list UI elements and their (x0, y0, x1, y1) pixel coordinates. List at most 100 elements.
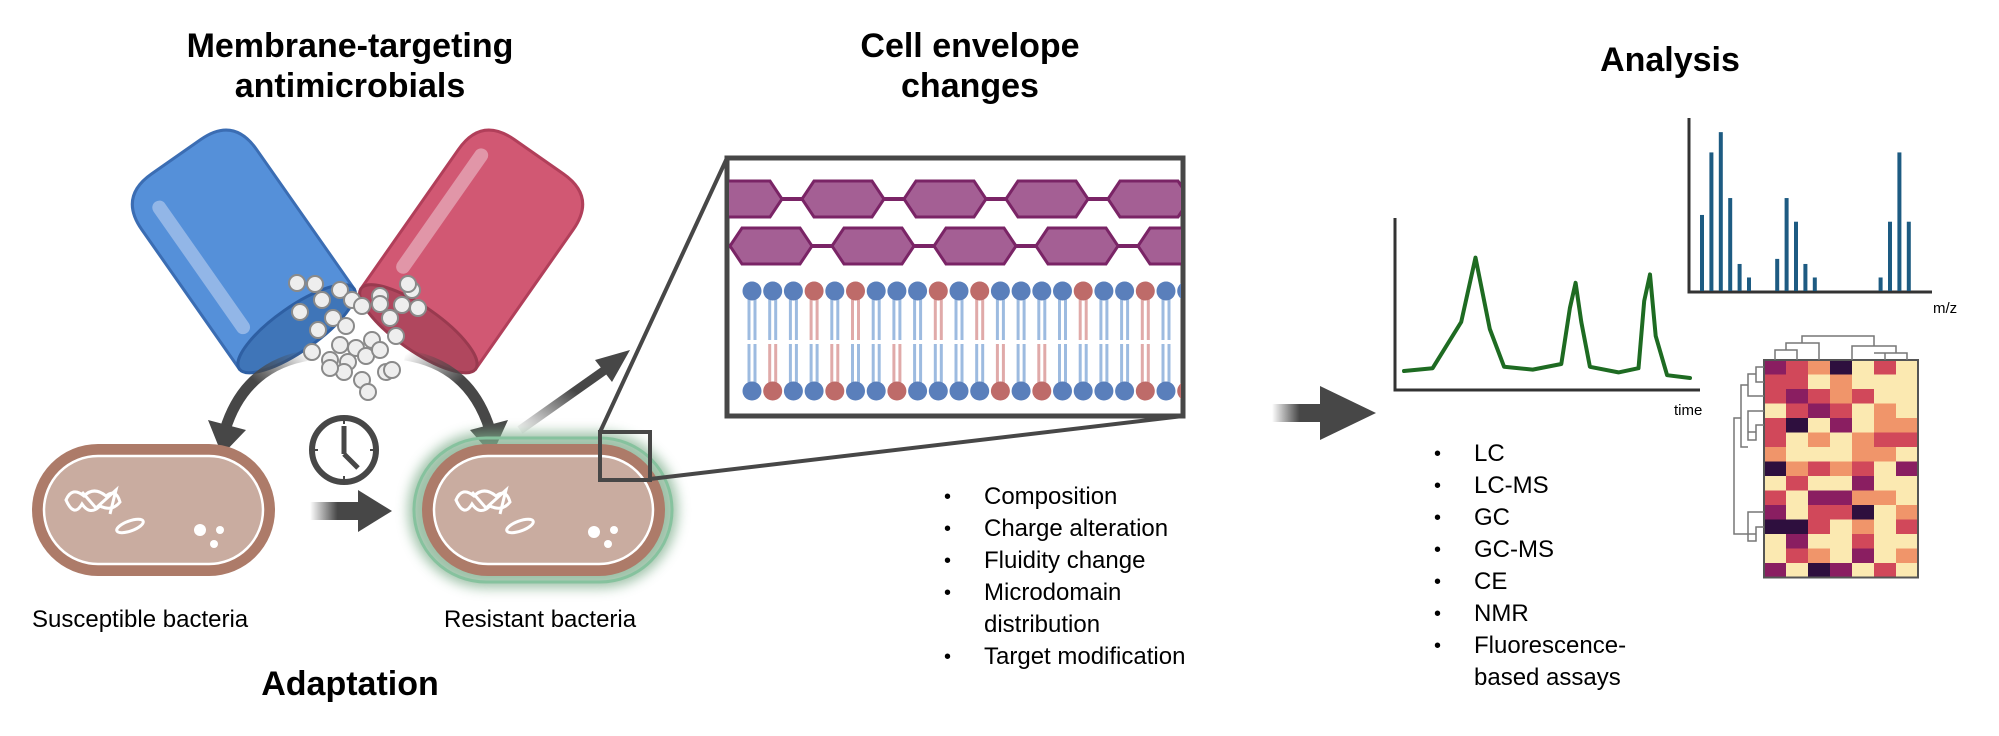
heatmap-cell (1830, 374, 1852, 389)
lipid-head (804, 281, 824, 301)
mass-spectrum-xlabel: m/z (1933, 300, 1958, 317)
envelope-change-item: Charge alteration (940, 513, 1270, 545)
lipid-head (1073, 281, 1093, 301)
lipid-head (846, 381, 865, 401)
resistant-bacterium-icon (408, 432, 678, 588)
lipid-head (866, 381, 886, 401)
heatmap-cell (1808, 548, 1830, 563)
heatmap-cell (1808, 418, 1830, 433)
heatmap-cell (1852, 447, 1874, 462)
heatmap-cell (1852, 360, 1874, 375)
heatmap-cell (1852, 505, 1874, 520)
granule (381, 309, 399, 327)
lipid-head (1073, 381, 1093, 401)
heatmap-cell (1830, 360, 1852, 375)
ms-peak-bar (1728, 198, 1733, 291)
envelope-change-item: Target modification (940, 641, 1270, 673)
lipid-head (1032, 281, 1052, 301)
zoom-connector-top (598, 157, 729, 433)
heatmap-cell (1852, 490, 1874, 505)
label-susceptible-bacteria: Susceptible bacteria (32, 606, 249, 633)
lipid-head (1156, 281, 1176, 301)
heatmap-cell (1764, 490, 1786, 505)
heatmap-cell (1786, 432, 1808, 447)
title-adaptation: Adaptation (261, 665, 439, 703)
heatmap-cell (1786, 548, 1808, 563)
heatmap-cell (1874, 461, 1896, 476)
heatmap-cell (1852, 403, 1874, 418)
ms-peak-bar (1737, 263, 1742, 291)
heatmap-cell (1808, 374, 1830, 389)
chromatogram-xlabel: time (1674, 402, 1703, 419)
lipid-head (887, 381, 907, 401)
heatmap-cell (1852, 476, 1874, 491)
clock-icon (309, 415, 379, 485)
lipid-head (846, 281, 865, 301)
lipid-head (949, 281, 969, 301)
analysis-method-item: Fluorescence-based assays (1430, 630, 1654, 694)
peptidoglycan-unit (902, 179, 988, 219)
ms-peak-bar (1906, 221, 1911, 291)
heatmap-cell (1764, 389, 1786, 404)
title-cell-envelope: Cell envelope changes (780, 26, 1160, 106)
lipid-head (1156, 381, 1176, 401)
lipid-head (970, 281, 990, 301)
granule (309, 321, 327, 339)
heatmap-cell (1808, 461, 1830, 476)
lipid-head (928, 281, 948, 301)
granule (383, 361, 401, 379)
ms-peak-bar (1747, 277, 1751, 291)
ms-peak-bar (1784, 198, 1789, 291)
granule (399, 275, 417, 293)
heatmap-border (1763, 359, 1919, 579)
peptidoglycan-unit (1136, 226, 1181, 266)
heatmap-cell (1896, 519, 1918, 534)
granule (409, 299, 427, 317)
ms-peak-bar (1700, 214, 1704, 291)
heatmap-cell (1874, 505, 1896, 520)
zoom-arrow-icon (517, 350, 630, 434)
granule (291, 303, 309, 321)
heatmap-cell (1808, 505, 1830, 520)
granule (359, 383, 377, 401)
ms-peak-bar (1888, 221, 1892, 291)
row-dendrogram-branch (1755, 366, 1764, 383)
heatmap-cell (1764, 548, 1786, 563)
heatmap-cell (1786, 534, 1808, 549)
label-resistant-bacteria: Resistant bacteria (444, 606, 637, 633)
heatmap-cell (1896, 418, 1918, 433)
heatmap-cell (1808, 563, 1830, 578)
susceptible-bacterium-icon (32, 444, 275, 576)
drug-granules (288, 274, 427, 401)
analysis-method-item: NMR (1430, 598, 1680, 630)
heatmap-cell (1808, 447, 1830, 462)
heatmap-cell (1764, 360, 1786, 375)
heatmap-cell (1896, 476, 1918, 491)
column-dendrogram-branch (1851, 345, 1897, 360)
column-dendrogram-branch (1785, 342, 1820, 360)
heatmap-cell (1808, 403, 1830, 418)
lipid-head (866, 281, 886, 301)
heatmap-cell (1896, 432, 1918, 447)
heatmap-cell (1764, 563, 1786, 578)
peptidoglycan-unit (800, 179, 886, 219)
heatmap-cell (1830, 563, 1852, 578)
ms-peak-bar (1718, 132, 1723, 291)
heatmap-cell (1808, 519, 1830, 534)
ms-peak-bar (1775, 258, 1780, 291)
lipid-head (908, 281, 928, 301)
granule (331, 336, 349, 354)
peptidoglycan-unit (830, 226, 916, 266)
heatmap-cell (1830, 476, 1852, 491)
lipid-head (1135, 281, 1155, 301)
heatmap-cell (1874, 563, 1896, 578)
granule (331, 281, 349, 299)
arrow-to-susceptible-head (208, 420, 246, 455)
analysis-method-item: LC (1430, 438, 1680, 470)
heatmap-cell (1874, 519, 1896, 534)
heatmap-cell (1852, 519, 1874, 534)
lipid-head (742, 281, 762, 301)
granule (313, 291, 331, 309)
lipid-head (990, 281, 1010, 301)
